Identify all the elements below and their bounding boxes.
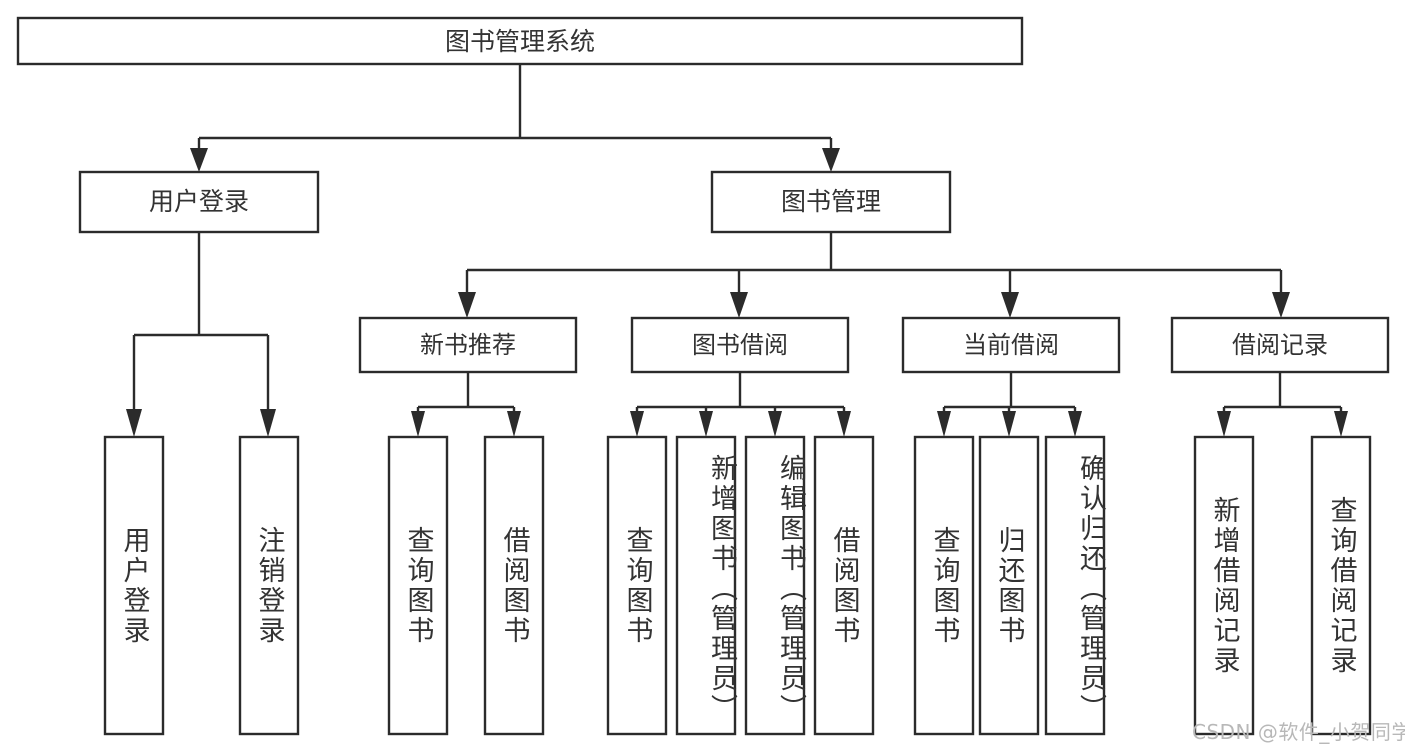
arrow-current-borrow-3: [1068, 411, 1082, 437]
arrow-current-borrow-2: [1002, 411, 1016, 437]
node-book-borrow-label: 图书借阅: [692, 331, 788, 359]
arrow-borrow-record-2: [1334, 411, 1348, 437]
node-book-borrow-box[interactable]: [630, 316, 850, 374]
node-new-book-label: 新书推荐: [420, 331, 516, 359]
leaf-current-borrow-2-box[interactable]: [978, 435, 1040, 736]
arrow-new-book-2: [507, 411, 521, 437]
arrow-level3-3: [1001, 292, 1019, 318]
arrow-borrow-record-1: [1217, 411, 1231, 437]
leaf-current-borrow-1-box[interactable]: [913, 435, 975, 736]
arrow-book-borrow-4: [837, 411, 851, 437]
leaf-book-borrow-3-box[interactable]: [744, 435, 806, 736]
arrow-level2-left: [190, 148, 208, 172]
leaf-new-book-1-box[interactable]: [387, 435, 449, 736]
leaf-user-login-1-box[interactable]: [103, 435, 165, 736]
leaf-current-borrow-3-box[interactable]: [1044, 435, 1106, 736]
leaf-user-login-2-box[interactable]: [238, 435, 300, 736]
arrow-level3-4: [1272, 292, 1290, 318]
leaf-book-borrow-1-box[interactable]: [606, 435, 668, 736]
leaf-new-book-2-box[interactable]: [483, 435, 545, 736]
node-user-login-label: 用户登录: [149, 187, 249, 216]
leaf-book-borrow-2-box[interactable]: [675, 435, 737, 736]
node-current-borrow-box[interactable]: [901, 316, 1121, 374]
arrow-level3-1: [458, 292, 476, 318]
node-borrow-record-label: 借阅记录: [1232, 331, 1328, 359]
node-borrow-record-box[interactable]: [1170, 316, 1390, 374]
node-root-label: 图书管理系统: [445, 27, 595, 56]
node-book-manage-label: 图书管理: [781, 187, 881, 216]
leaf-book-borrow-4-box[interactable]: [813, 435, 875, 736]
arrow-book-borrow-1: [630, 411, 644, 437]
leaf-borrow-record-2-box[interactable]: [1310, 435, 1372, 736]
node-book-manage-box[interactable]: [710, 170, 952, 234]
csdn-watermark: CSDN @软件_小贺同学: [1192, 720, 1405, 744]
arrow-current-borrow-1: [937, 411, 951, 437]
node-new-book-box[interactable]: [358, 316, 578, 374]
arrow-book-borrow-3: [768, 411, 782, 437]
arrow-user-login-1: [126, 409, 142, 437]
arrow-book-borrow-2: [699, 411, 713, 437]
node-root-box[interactable]: [16, 16, 1024, 66]
arrow-user-login-2: [260, 409, 276, 437]
node-current-borrow-label: 当前借阅: [963, 331, 1059, 359]
arrow-level2-right: [822, 148, 840, 172]
arrow-level3-2: [730, 292, 748, 318]
leaf-borrow-record-1-box[interactable]: [1193, 435, 1255, 736]
arrow-new-book-1: [411, 411, 425, 437]
